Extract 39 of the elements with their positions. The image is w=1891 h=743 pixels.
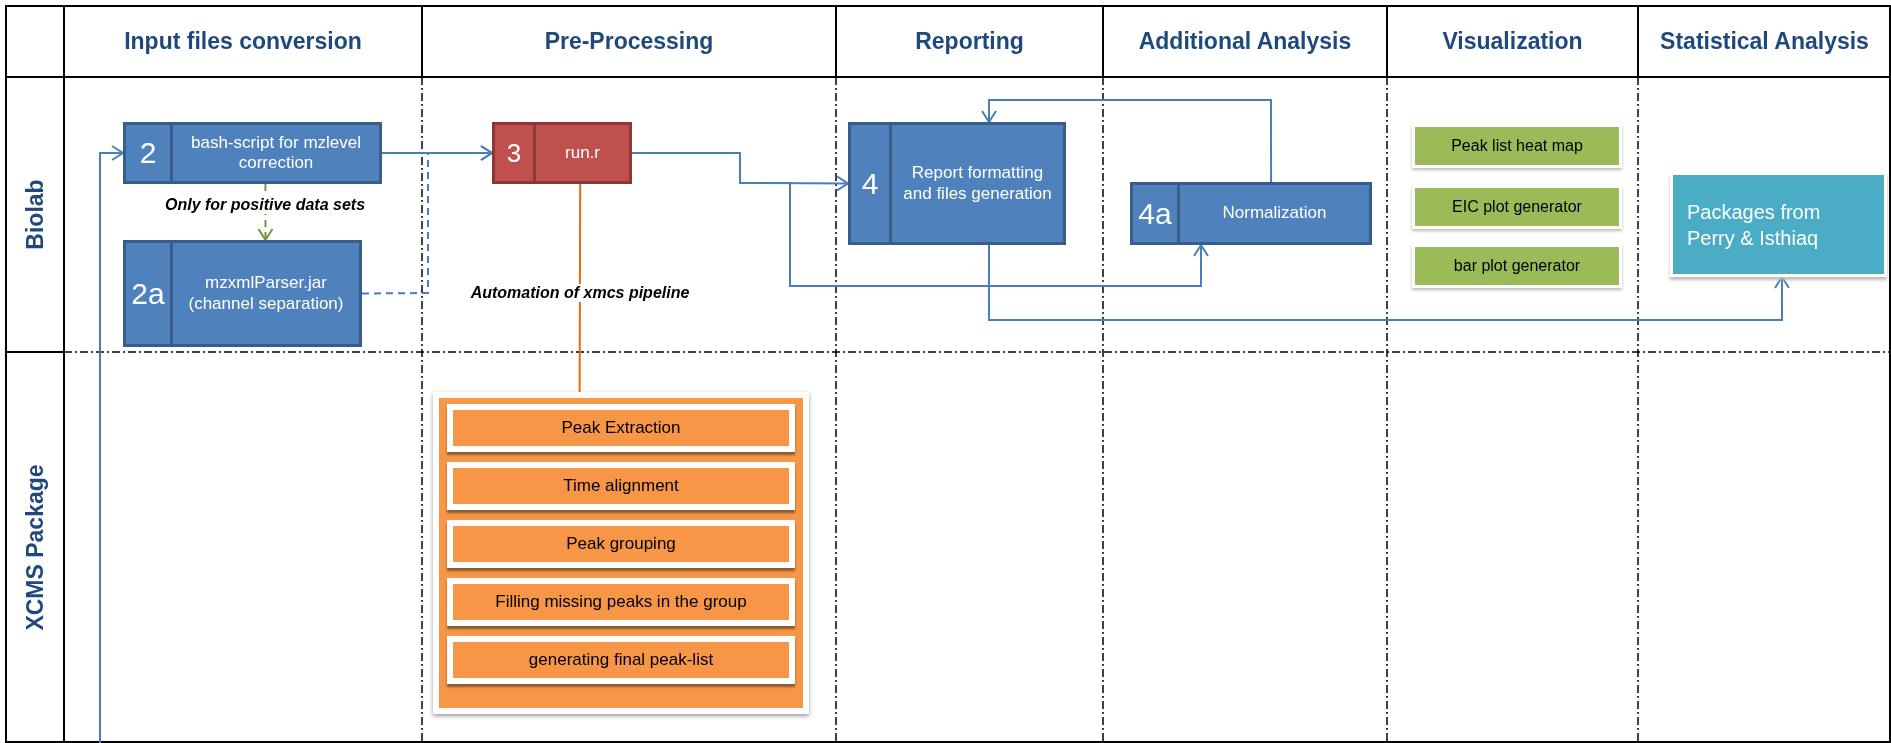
lane-title: Biolab — [21, 179, 49, 250]
arrow — [257, 183, 274, 241]
step-number: 4a — [1133, 185, 1180, 242]
plot-box: EIC plot generator — [1412, 185, 1622, 229]
column-header: Statistical Analysis — [1660, 28, 1869, 55]
pipeline-step: Time alignment — [447, 462, 795, 510]
lane-title: XCMS Package — [21, 464, 49, 631]
step-label: Normalization — [1221, 202, 1328, 225]
pipeline-step: Peak grouping — [447, 520, 795, 568]
plot-box: bar plot generator — [1412, 244, 1622, 288]
step-label: Report formatting and files generation — [902, 162, 1053, 205]
process-box — [123, 240, 362, 347]
edge-label: Automation of xmcs pipeline — [468, 284, 692, 302]
script-box — [492, 122, 632, 184]
step-number: 3 — [495, 125, 536, 181]
step-label: run.r — [564, 141, 601, 164]
column-header: Visualization — [1442, 28, 1583, 55]
process-box — [848, 122, 1066, 245]
arrow — [981, 99, 1273, 183]
pipeline-step: Peak Extraction — [447, 404, 795, 452]
column-header: Additional Analysis — [1138, 28, 1352, 55]
step-label: mzxmlParser.jar (channel separation) — [187, 272, 345, 315]
plot-box: Peak list heat map — [1412, 124, 1622, 168]
arrow — [99, 145, 124, 743]
step-label: bash-script for mzlevel correction — [189, 131, 363, 174]
edge-label: Only for positive data sets — [162, 196, 368, 214]
step-number: 2a — [126, 243, 173, 344]
pipeline-step: generating final peak-list — [447, 636, 795, 684]
process-box — [1130, 182, 1372, 245]
pipeline-step: Filling missing peaks in the group — [447, 578, 795, 626]
column-header: Reporting — [915, 28, 1024, 55]
step-number: 2 — [126, 125, 173, 181]
arrow — [988, 244, 1790, 321]
step-number: 4 — [851, 125, 892, 242]
arrow — [361, 145, 493, 295]
column-header: Input files conversion — [124, 28, 362, 55]
process-box — [123, 122, 382, 184]
column-header: Pre-Processing — [544, 28, 714, 55]
package-box: Packages from Perry & Isthiaq — [1670, 172, 1887, 277]
